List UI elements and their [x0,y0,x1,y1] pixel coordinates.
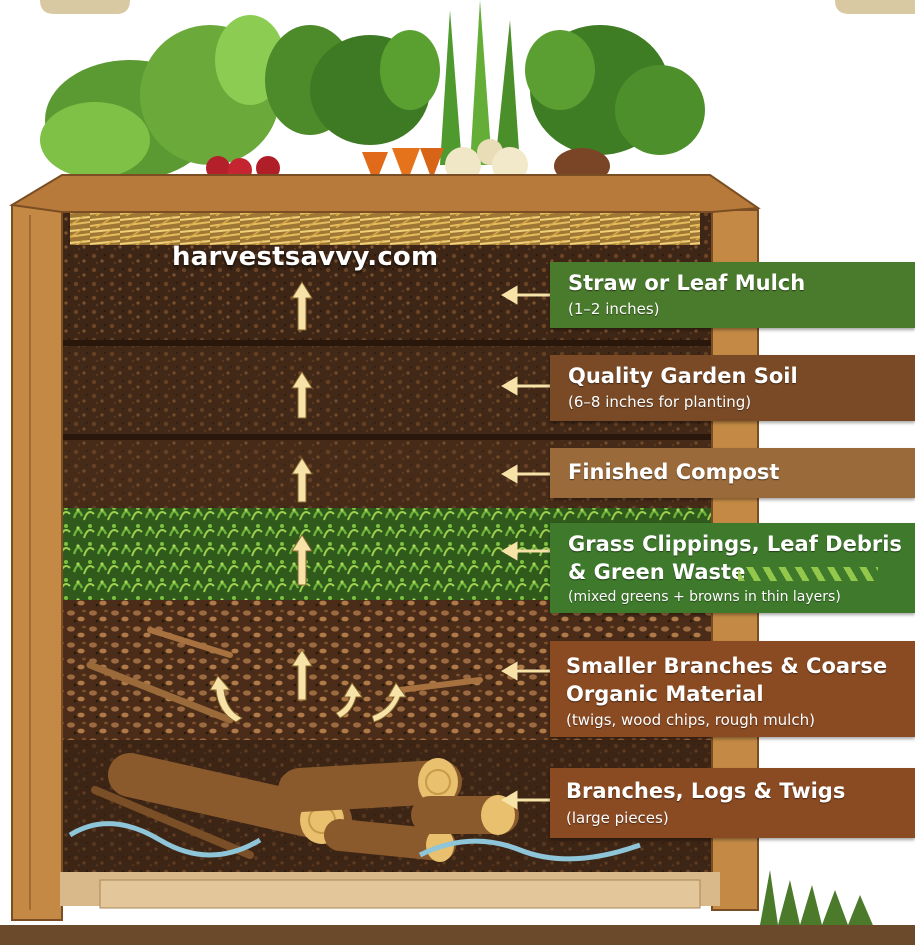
label-title-2: & Green Waste [568,559,745,585]
label-title: Quality Garden Soil [568,363,798,389]
label-title: Smaller Branches & Coarse [566,653,887,679]
label-title: Grass Clippings, Leaf Debris [568,531,902,557]
label-finished-compost: Finished Compost [550,448,915,498]
corner-tab-right [835,0,915,14]
label-title: Branches, Logs & Twigs [566,778,845,804]
label-branches-logs: Branches, Logs & Twigs (large pieces) [550,768,915,838]
corner-tab-left [40,0,130,14]
label-smaller-branches: Smaller Branches & Coarse Organic Materi… [550,641,915,737]
label-subtitle: (1–2 inches) [568,300,660,319]
label-title: Finished Compost [568,459,779,485]
label-subtitle: (6–8 inches for planting) [568,393,751,412]
vegetables [40,0,705,185]
label-title-2: Organic Material [566,681,764,707]
label-subtitle: (twigs, wood chips, rough mulch) [566,711,815,730]
site-watermark: harvestsavvy.com [172,242,438,272]
label-straw-mulch: Straw or Leaf Mulch (1–2 inches) [550,262,915,328]
label-garden-soil: Quality Garden Soil (6–8 inches for plan… [550,355,915,421]
label-green-waste: Grass Clippings, Leaf Debris & Green Was… [550,523,915,613]
label-subtitle: (mixed greens + browns in thin layers) [568,588,841,607]
label-subtitle: (large pieces) [566,809,669,828]
grass-decoration [738,567,878,581]
label-title: Straw or Leaf Mulch [568,270,805,296]
